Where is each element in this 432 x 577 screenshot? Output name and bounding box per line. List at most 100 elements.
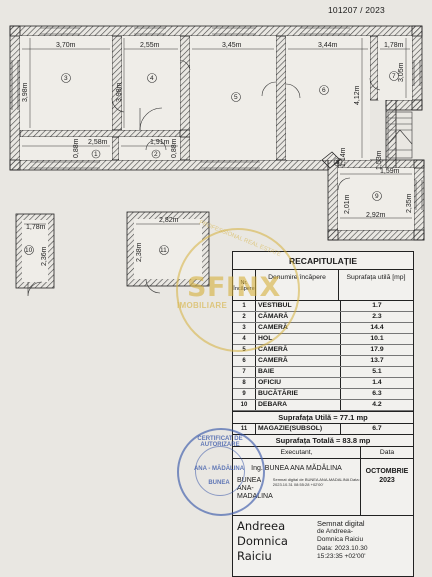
signer-meta-line: 15:23:35 +02'00' (317, 552, 366, 560)
dim-room10-height: 2,36m (41, 246, 48, 266)
room-number-8: 8 (336, 159, 340, 166)
row-area: 4.2 (372, 401, 382, 408)
room-number-7: 7 (392, 73, 396, 80)
dimension-labels: 3,70m 2,55m 3,45m 3,44m 1,78m 3,98m 3,98… (22, 42, 413, 266)
row-name: CAMERĂ (256, 323, 341, 333)
second-signature: Andreea Domnica Raiciu Semnat digital de… (233, 516, 413, 576)
dim-room6-width: 3,44m (318, 42, 338, 49)
signer-meta: Semnat digital de Andreea- Domnica Raici… (317, 516, 413, 576)
dim-room1-depth: 0,88m (73, 138, 80, 158)
dim-room9-bottom: 2,92m (366, 212, 386, 219)
dim-room7-width: 1,78m (384, 42, 404, 49)
recap-header: Nr. Încăpere Denumire încăpere Suprafața… (233, 270, 413, 301)
row-area: 10.1 (370, 335, 384, 342)
room-number-markers (24, 71, 399, 255)
row-name: BUCĂTĂRIE (256, 389, 341, 399)
total-area: Suprafața Totală = 83.8 mp (233, 435, 413, 447)
row-name: DEBARA (256, 400, 341, 410)
room-number-texts: 3 4 5 6 7 1 2 8 9 10 11 (25, 73, 396, 254)
recap-title: RECAPITULAȚIE (233, 252, 413, 270)
row-name: BAIE (256, 367, 341, 377)
row-area: 13.7 (370, 357, 384, 364)
dim-room9-left: 2,01m (344, 194, 351, 214)
signer-line: Raiciu (237, 549, 272, 563)
row-nr: 1 (233, 301, 256, 311)
executant-label: Executant, (233, 447, 361, 458)
row-nr: 7 (233, 367, 256, 377)
header-nr: Nr. Încăpere (233, 270, 256, 300)
row-nr: 11 (233, 424, 256, 434)
dim-room6-height: 4,12m (354, 85, 361, 105)
row-area: 17.9 (370, 346, 384, 353)
dim-room2-depth: 0,88m (171, 138, 178, 158)
dim-room3-width: 3,70m (56, 42, 76, 49)
signer-meta-line: de Andreea- (317, 528, 353, 536)
signer-meta-line: Data: 2023.10.30 (317, 544, 368, 552)
row-area: 1.4 (372, 379, 382, 386)
row-nr: 3 (233, 323, 256, 333)
date-label: Data (379, 449, 395, 456)
room-number-9: 9 (375, 193, 379, 200)
cellar-room-10 (15, 213, 55, 297)
row-nr: 10 (233, 400, 256, 410)
room-number-6: 6 (322, 87, 326, 94)
dim-room5-width: 3,45m (222, 42, 242, 49)
dim-room4-width: 2,55m (140, 42, 160, 49)
row-area: 6.7 (372, 425, 382, 432)
signer-meta-line: Semnat digital (317, 519, 365, 528)
room-number-11: 11 (160, 247, 167, 254)
staircase (387, 111, 413, 159)
row-area: 6.3 (372, 390, 382, 397)
room-8-outline (321, 151, 341, 169)
row-nr: 8 (233, 378, 256, 388)
dim-room10-width: 1,78m (26, 224, 46, 231)
signer-name: Andreea Domnica Raiciu (233, 516, 317, 576)
windows (11, 27, 423, 210)
signer-line: Andreea (237, 519, 286, 533)
row-area: 14.4 (370, 324, 384, 331)
dim-room1-length: 2,58m (88, 139, 108, 146)
dim-room7-height: 3,05m (398, 62, 405, 82)
dim-room3-height: 3,98m (22, 82, 29, 102)
row-nr: 5 (233, 345, 256, 355)
row-area: 1.7 (372, 302, 382, 309)
dim-room4-height: 3,98m (116, 82, 123, 102)
useful-area-total: Suprafața Utilă = 77.1 mp (233, 411, 413, 424)
signer-line: Domnica (237, 534, 288, 548)
stamp-middle-text: ANA - MĂDĂLINA (193, 466, 245, 472)
header-area: Suprafața utilă [mp] (346, 274, 406, 281)
stamp-bottom-text: BUNEA (208, 480, 230, 486)
watermark-subtitle: IMOBILIARE (177, 301, 228, 310)
row-name: CAMERĂ (256, 345, 341, 355)
row-nr: 4 (233, 334, 256, 344)
floor-plan: 3,70m 2,55m 3,45m 3,44m 1,78m 3,98m 3,98… (9, 25, 425, 297)
row-name: CĂMARĂ (256, 312, 341, 322)
room-number-2: 2 (154, 151, 158, 158)
watermark-brand: SFINX (187, 272, 281, 303)
row-name: CAMERĂ (256, 356, 341, 366)
room-number-1: 1 (94, 151, 98, 158)
row-area: 2.3 (372, 313, 382, 320)
signer-meta-line: Domnica Raiciu (317, 536, 364, 544)
authorization-stamp (177, 428, 265, 516)
dim-room9-top: 1,59m (380, 168, 400, 175)
row-nr: 9 (233, 389, 256, 399)
stamp-inner-ring (195, 446, 245, 496)
dim-room11-height: 2,38m (136, 242, 143, 262)
dim-room2-length: 1,91m (150, 139, 170, 146)
engineer-name: Ing. BUNEA ANA MĂDĂLINA (251, 465, 342, 472)
dimension-lines (22, 38, 412, 225)
document-number: 101207 / 2023 (328, 5, 385, 15)
row-area: 5.1 (372, 368, 382, 375)
row-nr: 6 (233, 356, 256, 366)
